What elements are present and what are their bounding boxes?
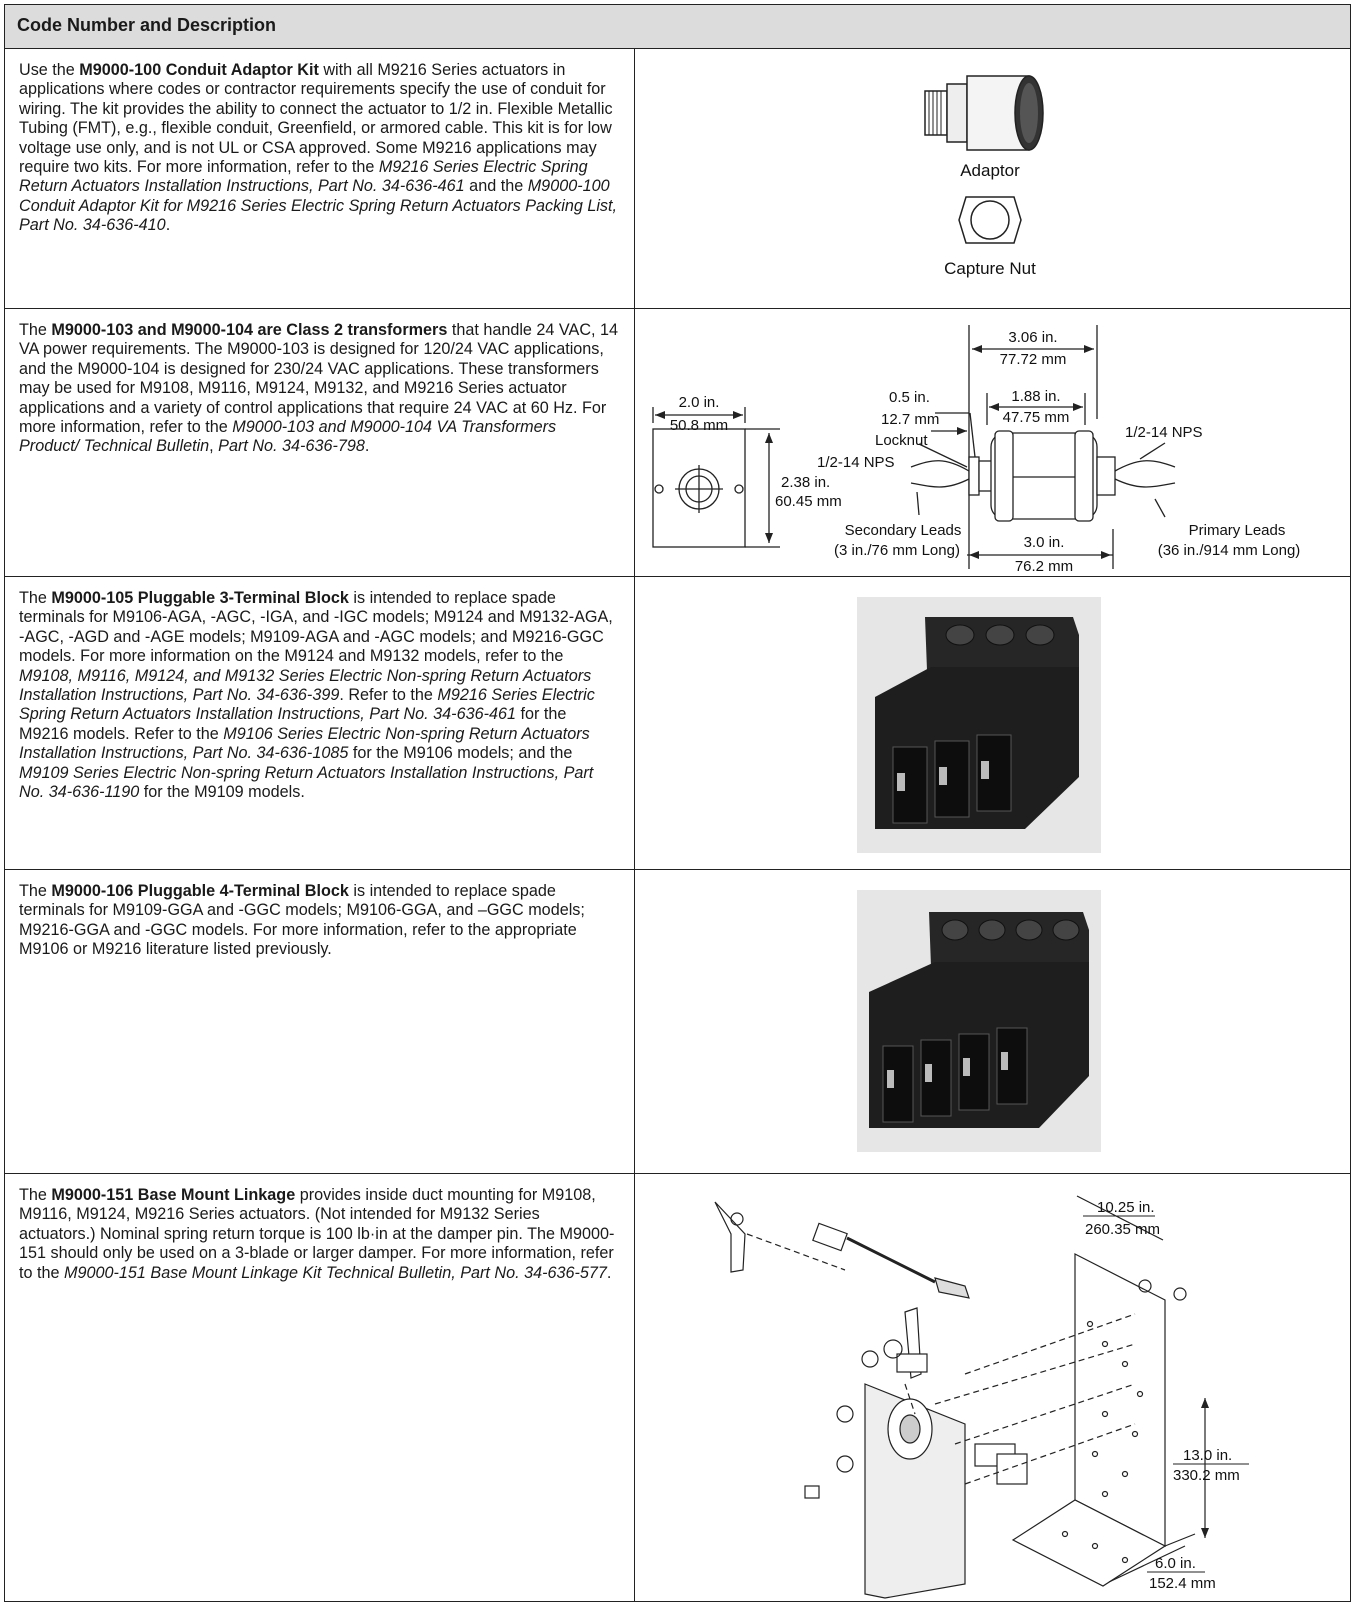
capture-nut-drawing: [958, 196, 1022, 244]
bottom-in-label: 6.0 in.: [1155, 1555, 1196, 1572]
table-row: The M9000-103 and M9000-104 are Class 2 …: [5, 308, 1350, 576]
length-mm-label: 77.72 mm: [1000, 351, 1067, 368]
description-text-run: M9216 Series Electric Spring Return Actu…: [19, 158, 588, 196]
side-in-label: 13.0 in.: [1183, 1447, 1232, 1464]
description-text-run: M9216 Series Electric Spring Return Actu…: [19, 686, 595, 724]
description-text-run: Use the: [19, 61, 80, 79]
description-text-run: The: [19, 882, 52, 900]
description-text-run: .: [364, 437, 370, 456]
primary-length-label: (36 in./914 mm Long): [1158, 542, 1301, 559]
linkage-figure: 10.25 in. 260.35 mm 13.0 in. 330.2 mm 6.…: [635, 1174, 1350, 1601]
secondary-leads-label: Secondary Leads: [845, 522, 962, 539]
description-text-run: M9000-103 and M9000-104 are Class 2 tran…: [51, 321, 448, 339]
table-header: Code Number and Description: [5, 5, 1350, 49]
description-text-run: with all M9216 Series actuators in appli…: [19, 61, 613, 177]
description-text-run: for the M9109 models.: [139, 783, 305, 802]
linkage-drawing: [714, 1195, 1206, 1599]
description-text-run: is intended to replace spade terminals f…: [19, 882, 585, 959]
row-description: The M9000-105 Pluggable 3-Terminal Block…: [5, 577, 635, 869]
description-text-run: .: [606, 1263, 612, 1282]
adaptor-figure: Adaptor Capture Nut: [635, 49, 1350, 308]
bottom-mm-label: 152.4 mm: [1149, 1575, 1216, 1592]
description-text-run: ,: [209, 437, 219, 456]
side-mm-label: 330.2 mm: [1173, 1467, 1240, 1484]
nps-right-label: 1/2-14 NPS: [1125, 424, 1203, 441]
description-text-run: M9000-105 Pluggable 3-Terminal Block: [51, 589, 349, 607]
description-text-run: The: [19, 1186, 52, 1204]
description-text-run: M9000-106 Pluggable 4-Terminal Block: [51, 882, 349, 900]
description-text-run: Part No. 34-636-798: [218, 437, 365, 456]
row-description: Use the M9000-100 Conduit Adaptor Kit wi…: [5, 49, 635, 308]
product-table: Code Number and Description Use the M900…: [4, 4, 1351, 1602]
adaptor-label: Adaptor: [960, 161, 1020, 180]
description-text-run: M9108, M9116, M9124, and M9132 Series El…: [19, 666, 592, 705]
capture-nut-label: Capture Nut: [944, 259, 1036, 278]
top-mm-label: 260.35 mm: [1085, 1221, 1160, 1238]
description-text-run: that handle 24 VAC, 14 VA power requirem…: [19, 321, 619, 437]
terminal-block-3-figure: [635, 577, 1350, 869]
description-text-run: M9000-100 Conduit Adaptor Kit: [79, 61, 319, 79]
length-in-label: 3.06 in.: [1008, 329, 1057, 346]
offset-in-label: 0.5 in.: [889, 389, 930, 406]
secondary-length-label: (3 in./76 mm Long): [834, 542, 960, 559]
base-in-label: 3.0 in.: [1024, 534, 1065, 551]
locknut-label: Locknut: [875, 432, 928, 449]
base-mm-label: 76.2 mm: [1015, 558, 1073, 575]
description-text-run: provides inside duct mounting for M9108,…: [19, 1186, 615, 1282]
description-text-run: M9109 Series Electric Non-spring Return …: [19, 763, 594, 802]
description-text-run: for the M9106 models; and the: [348, 744, 573, 763]
top-in-label: 10.25 in.: [1097, 1199, 1155, 1216]
description-text-run: for the M9216 models. Refer to the: [19, 705, 567, 743]
body-in-label: 1.88 in.: [1011, 388, 1060, 405]
terminal-block-4-icon: [869, 912, 1089, 1128]
row-description: The M9000-151 Base Mount Linkage provide…: [5, 1174, 635, 1601]
terminal-block-3-icon: [875, 617, 1079, 829]
description-text-run: and the: [464, 177, 528, 196]
adaptor-drawing: [924, 75, 1044, 151]
primary-leads-label: Primary Leads: [1189, 522, 1286, 539]
terminal-block-4-figure: [635, 870, 1350, 1173]
description-text-run: The: [19, 589, 52, 607]
row-description: The M9000-103 and M9000-104 are Class 2 …: [5, 309, 635, 576]
offset-mm-label: 12.7 mm: [881, 411, 939, 428]
width-mm-label: 50.8 mm: [670, 417, 728, 434]
description-text-run: M9000-100 Conduit Adaptor Kit for M9216 …: [19, 177, 618, 235]
table-row: The M9000-105 Pluggable 3-Terminal Block…: [5, 576, 1350, 869]
nps-left-label: 1/2-14 NPS: [817, 454, 895, 471]
description-text-run: M9000-151 Base Mount Linkage: [51, 1186, 296, 1204]
height-mm-label: 60.45 mm: [775, 493, 842, 510]
table-row: Use the M9000-100 Conduit Adaptor Kit wi…: [5, 49, 1350, 308]
table-row: The M9000-106 Pluggable 4-Terminal Block…: [5, 869, 1350, 1173]
description-text-run: . Refer to the: [339, 686, 438, 705]
table-row: The M9000-151 Base Mount Linkage provide…: [5, 1173, 1350, 1601]
description-text-run: M9000-103 and M9000-104 VA Transformers …: [19, 418, 557, 456]
height-in-label: 2.38 in.: [781, 474, 830, 491]
body-mm-label: 47.75 mm: [1003, 409, 1070, 426]
row-description: The M9000-106 Pluggable 4-Terminal Block…: [5, 870, 635, 1173]
description-text-run: M9000-151 Base Mount Linkage Kit Technic…: [64, 1263, 607, 1282]
description-text-run: .: [165, 216, 171, 235]
description-text-run: M9106 Series Electric Non-spring Return …: [19, 724, 590, 763]
description-text-run: is intended to replace spade terminals f…: [19, 589, 613, 666]
description-text-run: The: [19, 321, 52, 339]
transformer-figure: 2.0 in. 50.8 mm 2.38 in. 60.45 mm 3.06 i…: [635, 309, 1350, 576]
width-in-label: 2.0 in.: [679, 394, 720, 411]
